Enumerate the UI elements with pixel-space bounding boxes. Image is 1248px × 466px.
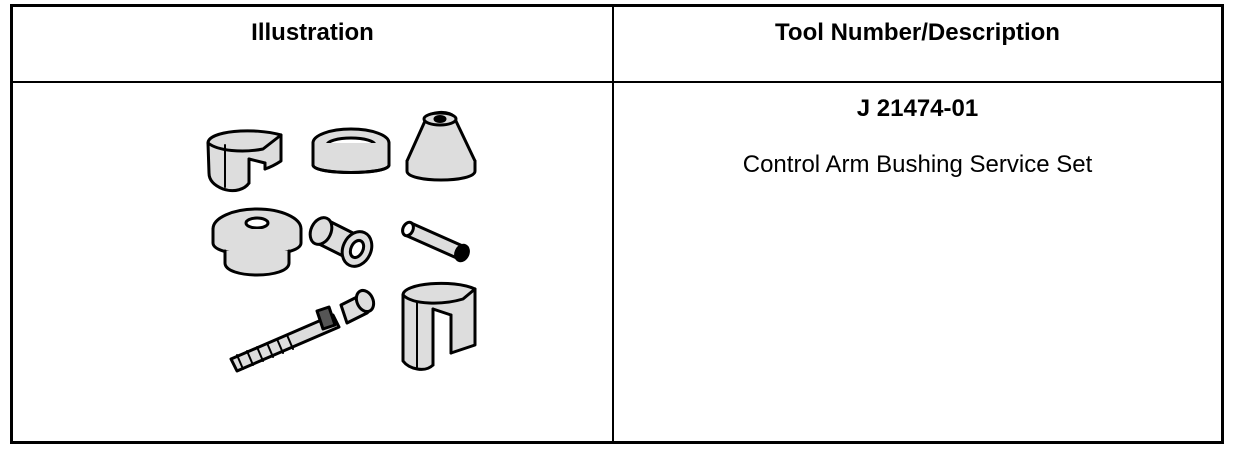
bushing-service-set-icon [13,83,612,441]
tool-cell: J 21474-01 Control Arm Bushing Service S… [614,83,1221,441]
tool-number: J 21474-01 [856,95,979,122]
bolt-icon [231,288,377,371]
header-illustration-label: Illustration [251,19,374,46]
receiver-cup-icon [208,131,281,191]
cone-adapter-icon [407,112,475,180]
tool-table: Illustration Tool Number/Description [10,4,1224,444]
illustration-cell [13,83,614,441]
ring-spacer-icon [313,129,389,173]
stepped-disc-icon [213,209,301,275]
header-tool-number-description: Tool Number/Description [614,7,1221,83]
sleeve-icon [306,214,377,271]
header-illustration: Illustration [13,7,614,83]
tall-receiver-icon [403,283,475,369]
rod-icon [401,221,471,263]
tool-description: Control Arm Bushing Service Set [742,151,1093,178]
header-tool-label: Tool Number/Description [775,19,1060,46]
